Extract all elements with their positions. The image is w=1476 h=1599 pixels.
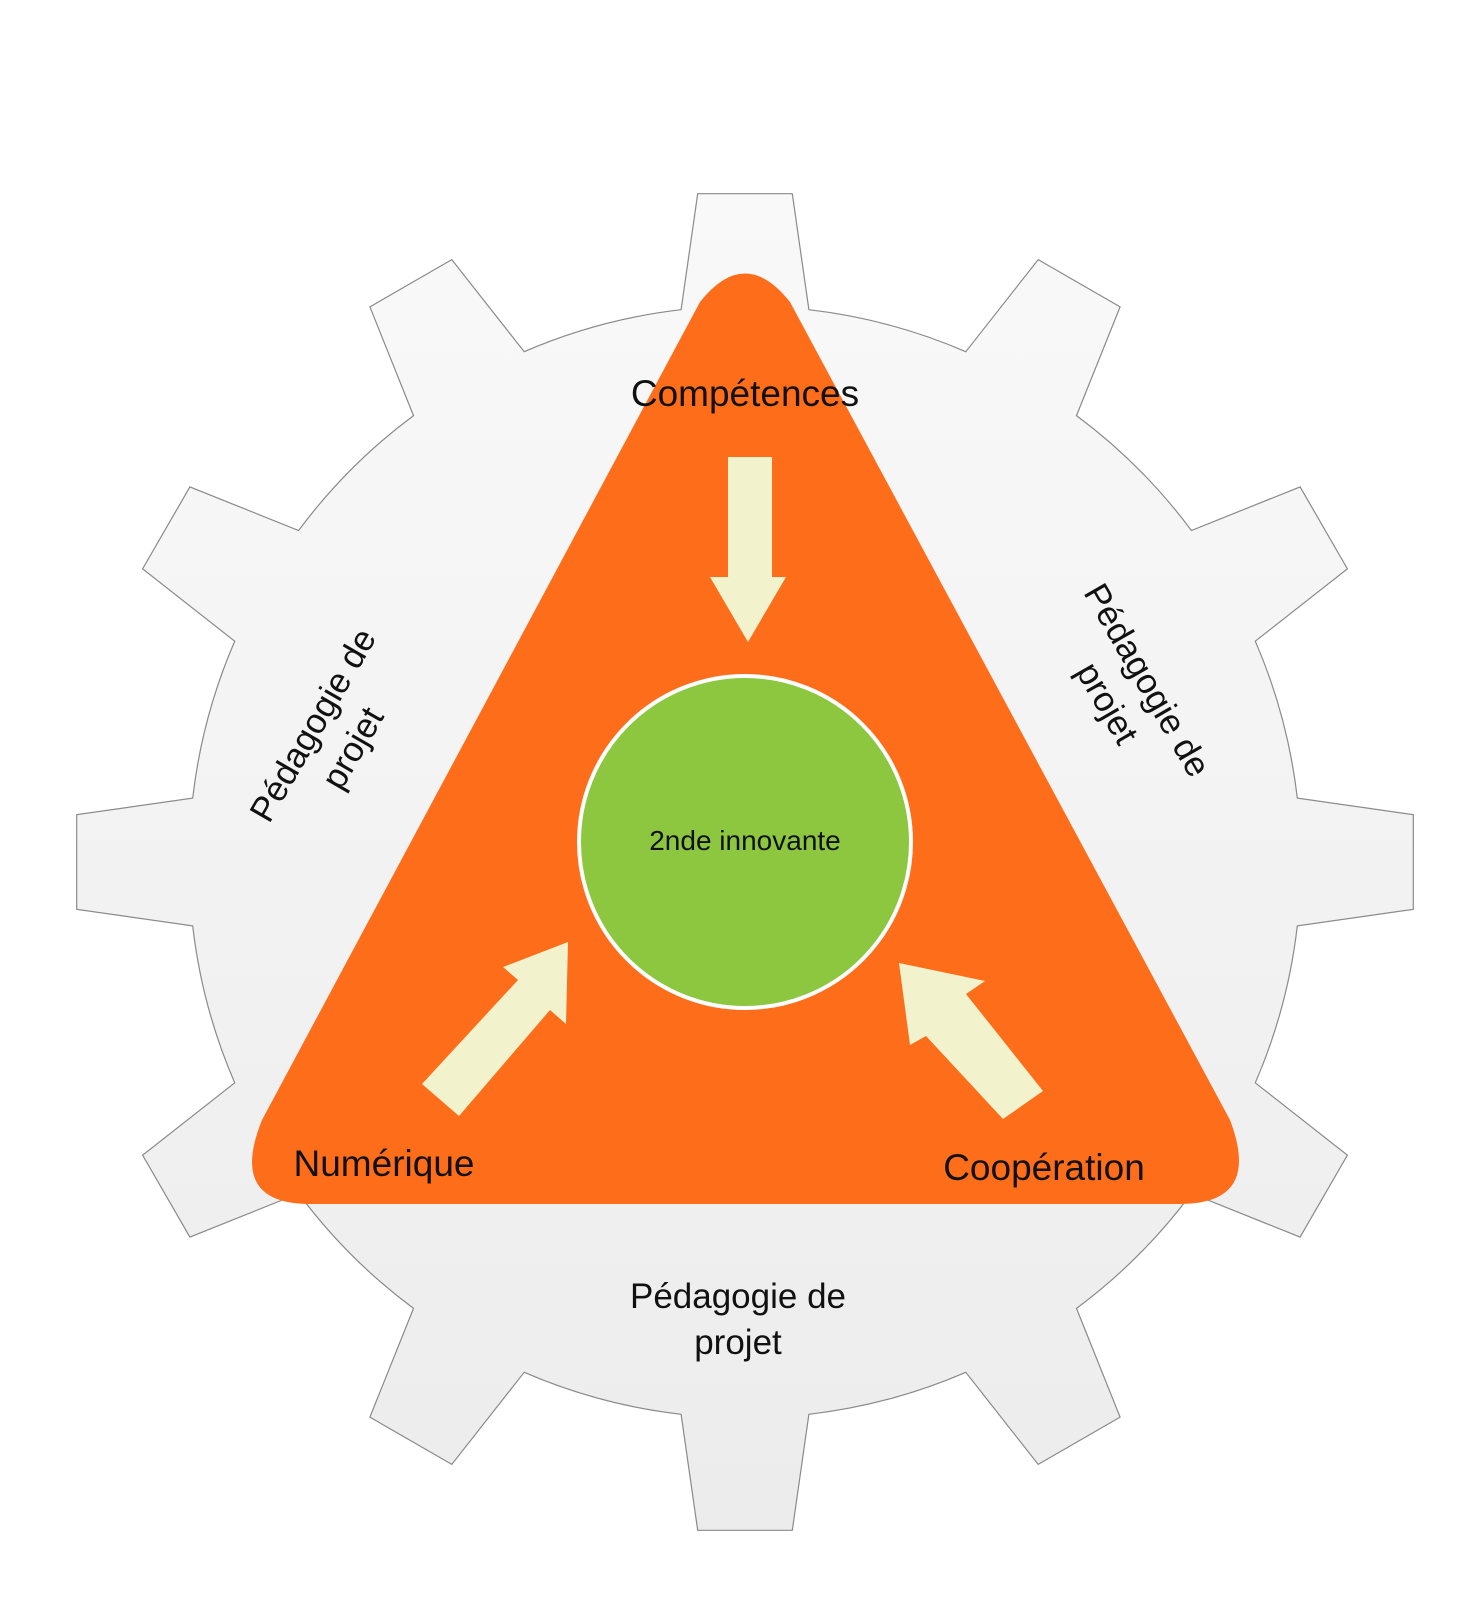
gear-label-bottom-line1: Pédagogie de [630,1277,846,1316]
arrow-up-left-icon [899,963,1043,1119]
center-circle [577,674,913,1010]
arrow-down-icon [710,457,786,642]
gear-label-bottom-line2: projet [694,1323,782,1362]
gear-label-bottom: Pédagogie de projet [630,1277,846,1362]
label-center: 2nde innovante [649,825,841,856]
arrow-up-right-icon [422,942,568,1116]
label-cooperation: Coopération [943,1147,1145,1188]
label-numerique: Numérique [294,1143,475,1184]
label-competences: Compétences [631,373,859,414]
